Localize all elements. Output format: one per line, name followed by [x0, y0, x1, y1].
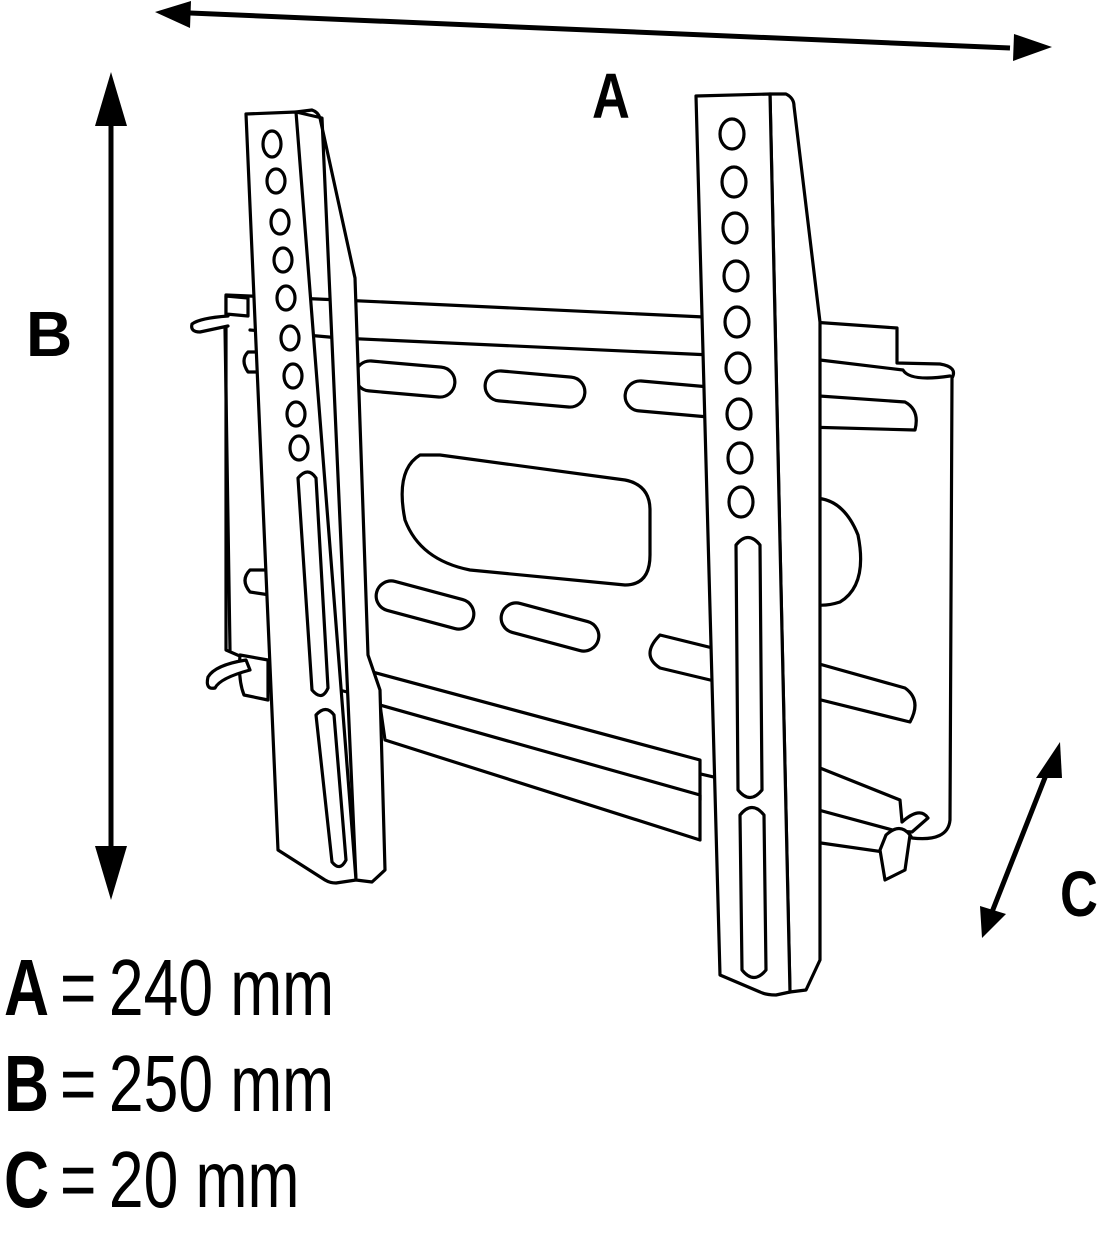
legend-row-c: C = 20 mm: [4, 1140, 334, 1236]
wall-mount-bracket-drawing: [95, 1, 1062, 997]
dimension-legend: A = 240 mm B = 250 mm C = 20 mm: [4, 948, 427, 1236]
legend-value: 20: [108, 1135, 179, 1224]
dimension-arrow-c: [980, 742, 1062, 938]
lower-crossbars: [205, 653, 930, 882]
dimension-arrow-a: [155, 1, 1052, 61]
dimension-label-b: B: [26, 298, 73, 370]
legend-equals: =: [59, 943, 97, 1032]
left-vertical-rail: [244, 108, 387, 885]
legend-value: 250: [108, 1039, 214, 1128]
dimension-arrow-b: [95, 72, 127, 900]
dimension-label-a: A: [592, 60, 630, 132]
legend-key: A: [4, 943, 50, 1032]
legend-key: B: [4, 1039, 50, 1128]
legend-equals: =: [59, 1135, 97, 1224]
right-vertical-rail: [694, 92, 822, 997]
legend-unit: mm: [230, 943, 335, 1032]
legend-unit: mm: [230, 1039, 335, 1128]
legend-equals: =: [59, 1039, 97, 1128]
right-rail-holes: [718, 117, 755, 519]
legend-row-b: B = 250 mm: [4, 1044, 334, 1140]
dimension-label-c: C: [1060, 858, 1098, 930]
legend-value: 240: [108, 943, 214, 1032]
left-rail-holes: [261, 129, 310, 462]
legend-key: C: [4, 1135, 50, 1224]
legend-unit: mm: [195, 1135, 300, 1224]
legend-row-a: A = 240 mm: [4, 948, 334, 1044]
